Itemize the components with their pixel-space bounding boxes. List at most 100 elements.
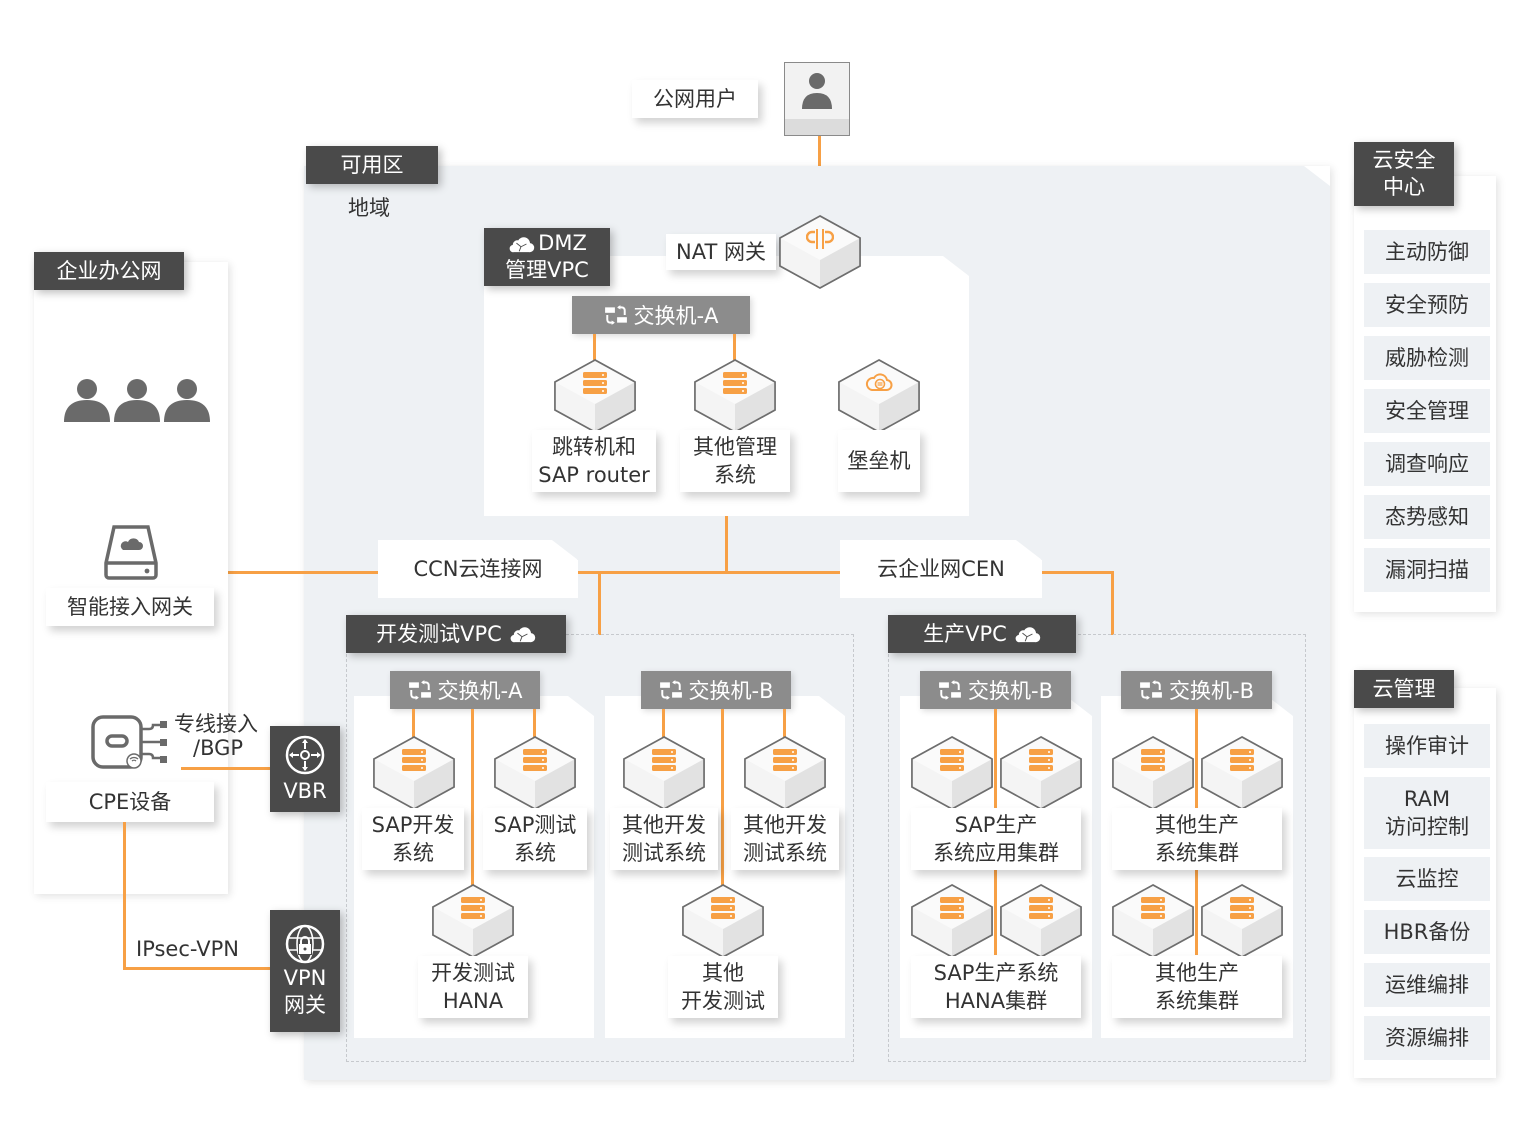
- switch-label: 交换机-A: [437, 679, 523, 703]
- label-line: 其他生产: [1155, 961, 1239, 985]
- other-mgmt-label: 其他管理 系统: [680, 430, 790, 492]
- cpe-label: CPE设备: [46, 782, 214, 822]
- label-line: 开发测试: [431, 961, 515, 985]
- other-mgmt-node[interactable]: [693, 358, 777, 434]
- dmz-title-1: DMZ: [538, 231, 587, 255]
- server-icon: [461, 897, 485, 919]
- leased-line-label-2: /BGP: [193, 736, 244, 760]
- management-item[interactable]: HBR备份: [1364, 910, 1490, 954]
- switch-label: 交换机-A: [633, 304, 719, 328]
- dmz-title-2: 管理VPC: [505, 258, 589, 282]
- prod-vpc-tag: 生产VPC: [888, 615, 1076, 653]
- nat-label: NAT 网关: [666, 234, 776, 270]
- other-dev-label-2: 其他开发 测试系统: [731, 808, 839, 870]
- security-title-1: 云安全: [1372, 148, 1436, 172]
- dev-switch-b[interactable]: 交换机-B: [641, 671, 791, 709]
- sap-prod-hana-node-2[interactable]: [999, 883, 1083, 959]
- server-icon: [1141, 749, 1165, 771]
- dev-vpc-boundary: [346, 634, 854, 1062]
- bastion-node[interactable]: [837, 358, 921, 434]
- sap-test-node[interactable]: [493, 735, 577, 811]
- switch-label: 交换机-B: [688, 679, 774, 703]
- other-dev-node-2[interactable]: [743, 735, 827, 811]
- security-item[interactable]: 安全预防: [1364, 283, 1490, 327]
- management-item[interactable]: 操作审计: [1364, 724, 1490, 768]
- smart-gateway-label: 智能接入网关: [46, 588, 214, 626]
- vpn-label-2: 网关: [284, 993, 326, 1017]
- security-item[interactable]: 安全管理: [1364, 389, 1490, 433]
- other-dev-test-node[interactable]: [681, 883, 765, 959]
- sap-test-label: SAP测试 系统: [483, 808, 587, 870]
- server-icon: [523, 749, 547, 771]
- vpn-lock-globe-icon: [285, 924, 325, 964]
- security-center-tag: 云安全 中心: [1354, 142, 1454, 206]
- label-line: RAM: [1403, 787, 1451, 811]
- vbr-label: VBR: [283, 778, 327, 803]
- dev-hana-node[interactable]: [431, 883, 515, 959]
- server-icon: [1230, 749, 1254, 771]
- other-prod-node-1[interactable]: [1111, 735, 1195, 811]
- sap-prod-app-node-2[interactable]: [999, 735, 1083, 811]
- ccn-label: CCN云连接网: [378, 540, 578, 598]
- prod-switch-1[interactable]: 交换机-B: [920, 671, 1071, 709]
- label-line: 其他开发: [622, 813, 706, 837]
- other-dev-node-1[interactable]: [622, 735, 706, 811]
- label-line: SAP router: [538, 463, 650, 487]
- management-item[interactable]: 资源编排: [1364, 1016, 1490, 1060]
- cloud-icon: [507, 234, 535, 254]
- server-icon: [773, 749, 797, 771]
- management-item[interactable]: 运维编排: [1364, 963, 1490, 1007]
- server-icon: [583, 372, 607, 394]
- other-prod-node-2[interactable]: [1200, 735, 1284, 811]
- switch-icon: [408, 680, 432, 700]
- sap-prod-hana-node-1[interactable]: [910, 883, 994, 959]
- security-title-2: 中心: [1383, 175, 1425, 199]
- security-item[interactable]: 漏洞扫描: [1364, 548, 1490, 592]
- public-user-box: [784, 62, 850, 136]
- server-icon: [652, 749, 676, 771]
- label-line: 开发测试: [681, 989, 765, 1013]
- line-cpe-vpn-h: [123, 967, 271, 970]
- switch-icon: [938, 680, 962, 700]
- line-to-prod-vpc: [1111, 571, 1114, 635]
- security-item[interactable]: 调查响应: [1364, 442, 1490, 486]
- line-cen-right: [1040, 571, 1114, 574]
- switch-icon: [1139, 680, 1163, 700]
- label-line: 系统集群: [1155, 841, 1239, 865]
- security-item[interactable]: 威胁检测: [1364, 336, 1490, 380]
- other-dev-test-label: 其他 开发测试: [668, 956, 778, 1018]
- sap-dev-label: SAP开发 系统: [362, 808, 464, 870]
- server-icon: [1230, 897, 1254, 919]
- user-icon: [802, 73, 832, 109]
- dev-hana-label: 开发测试 HANA: [418, 956, 528, 1018]
- label-line: SAP测试: [493, 813, 577, 837]
- vpn-gateway-node[interactable]: VPN 网关: [270, 910, 340, 1032]
- other-prod-node-4[interactable]: [1200, 883, 1284, 959]
- users-group-icon: [64, 379, 210, 422]
- line-backbone: [576, 571, 842, 574]
- server-icon: [940, 897, 964, 919]
- other-prod-node-3[interactable]: [1111, 883, 1195, 959]
- sap-dev-node[interactable]: [372, 735, 456, 811]
- jump-server-node[interactable]: [553, 358, 637, 434]
- security-item[interactable]: 态势感知: [1364, 495, 1490, 539]
- label-line: SAP生产: [954, 813, 1038, 837]
- switch-label: 交换机-B: [1169, 679, 1254, 703]
- label-line: 其他开发: [743, 813, 827, 837]
- management-item[interactable]: RAM 访问控制: [1364, 777, 1490, 849]
- label-line: 系统: [392, 841, 434, 865]
- management-item[interactable]: 云监控: [1364, 857, 1490, 901]
- dmz-switch-a[interactable]: 交换机-A: [572, 296, 750, 334]
- vbr-node[interactable]: VBR: [270, 726, 340, 812]
- sap-prod-app-node-1[interactable]: [910, 735, 994, 811]
- label-line: 测试系统: [622, 841, 706, 865]
- other-prod-label-1: 其他生产 系统集群: [1112, 808, 1282, 870]
- nat-gateway-node[interactable]: [778, 214, 862, 290]
- ipsec-label: IPsec-VPN: [136, 937, 239, 961]
- label-line: 访问控制: [1385, 815, 1469, 839]
- line-cpe-vpn-v: [123, 822, 126, 970]
- prod-switch-2[interactable]: 交换机-B: [1121, 671, 1272, 709]
- security-item[interactable]: 主动防御: [1364, 230, 1490, 274]
- switch-icon: [604, 305, 628, 325]
- dev-switch-a[interactable]: 交换机-A: [390, 671, 540, 709]
